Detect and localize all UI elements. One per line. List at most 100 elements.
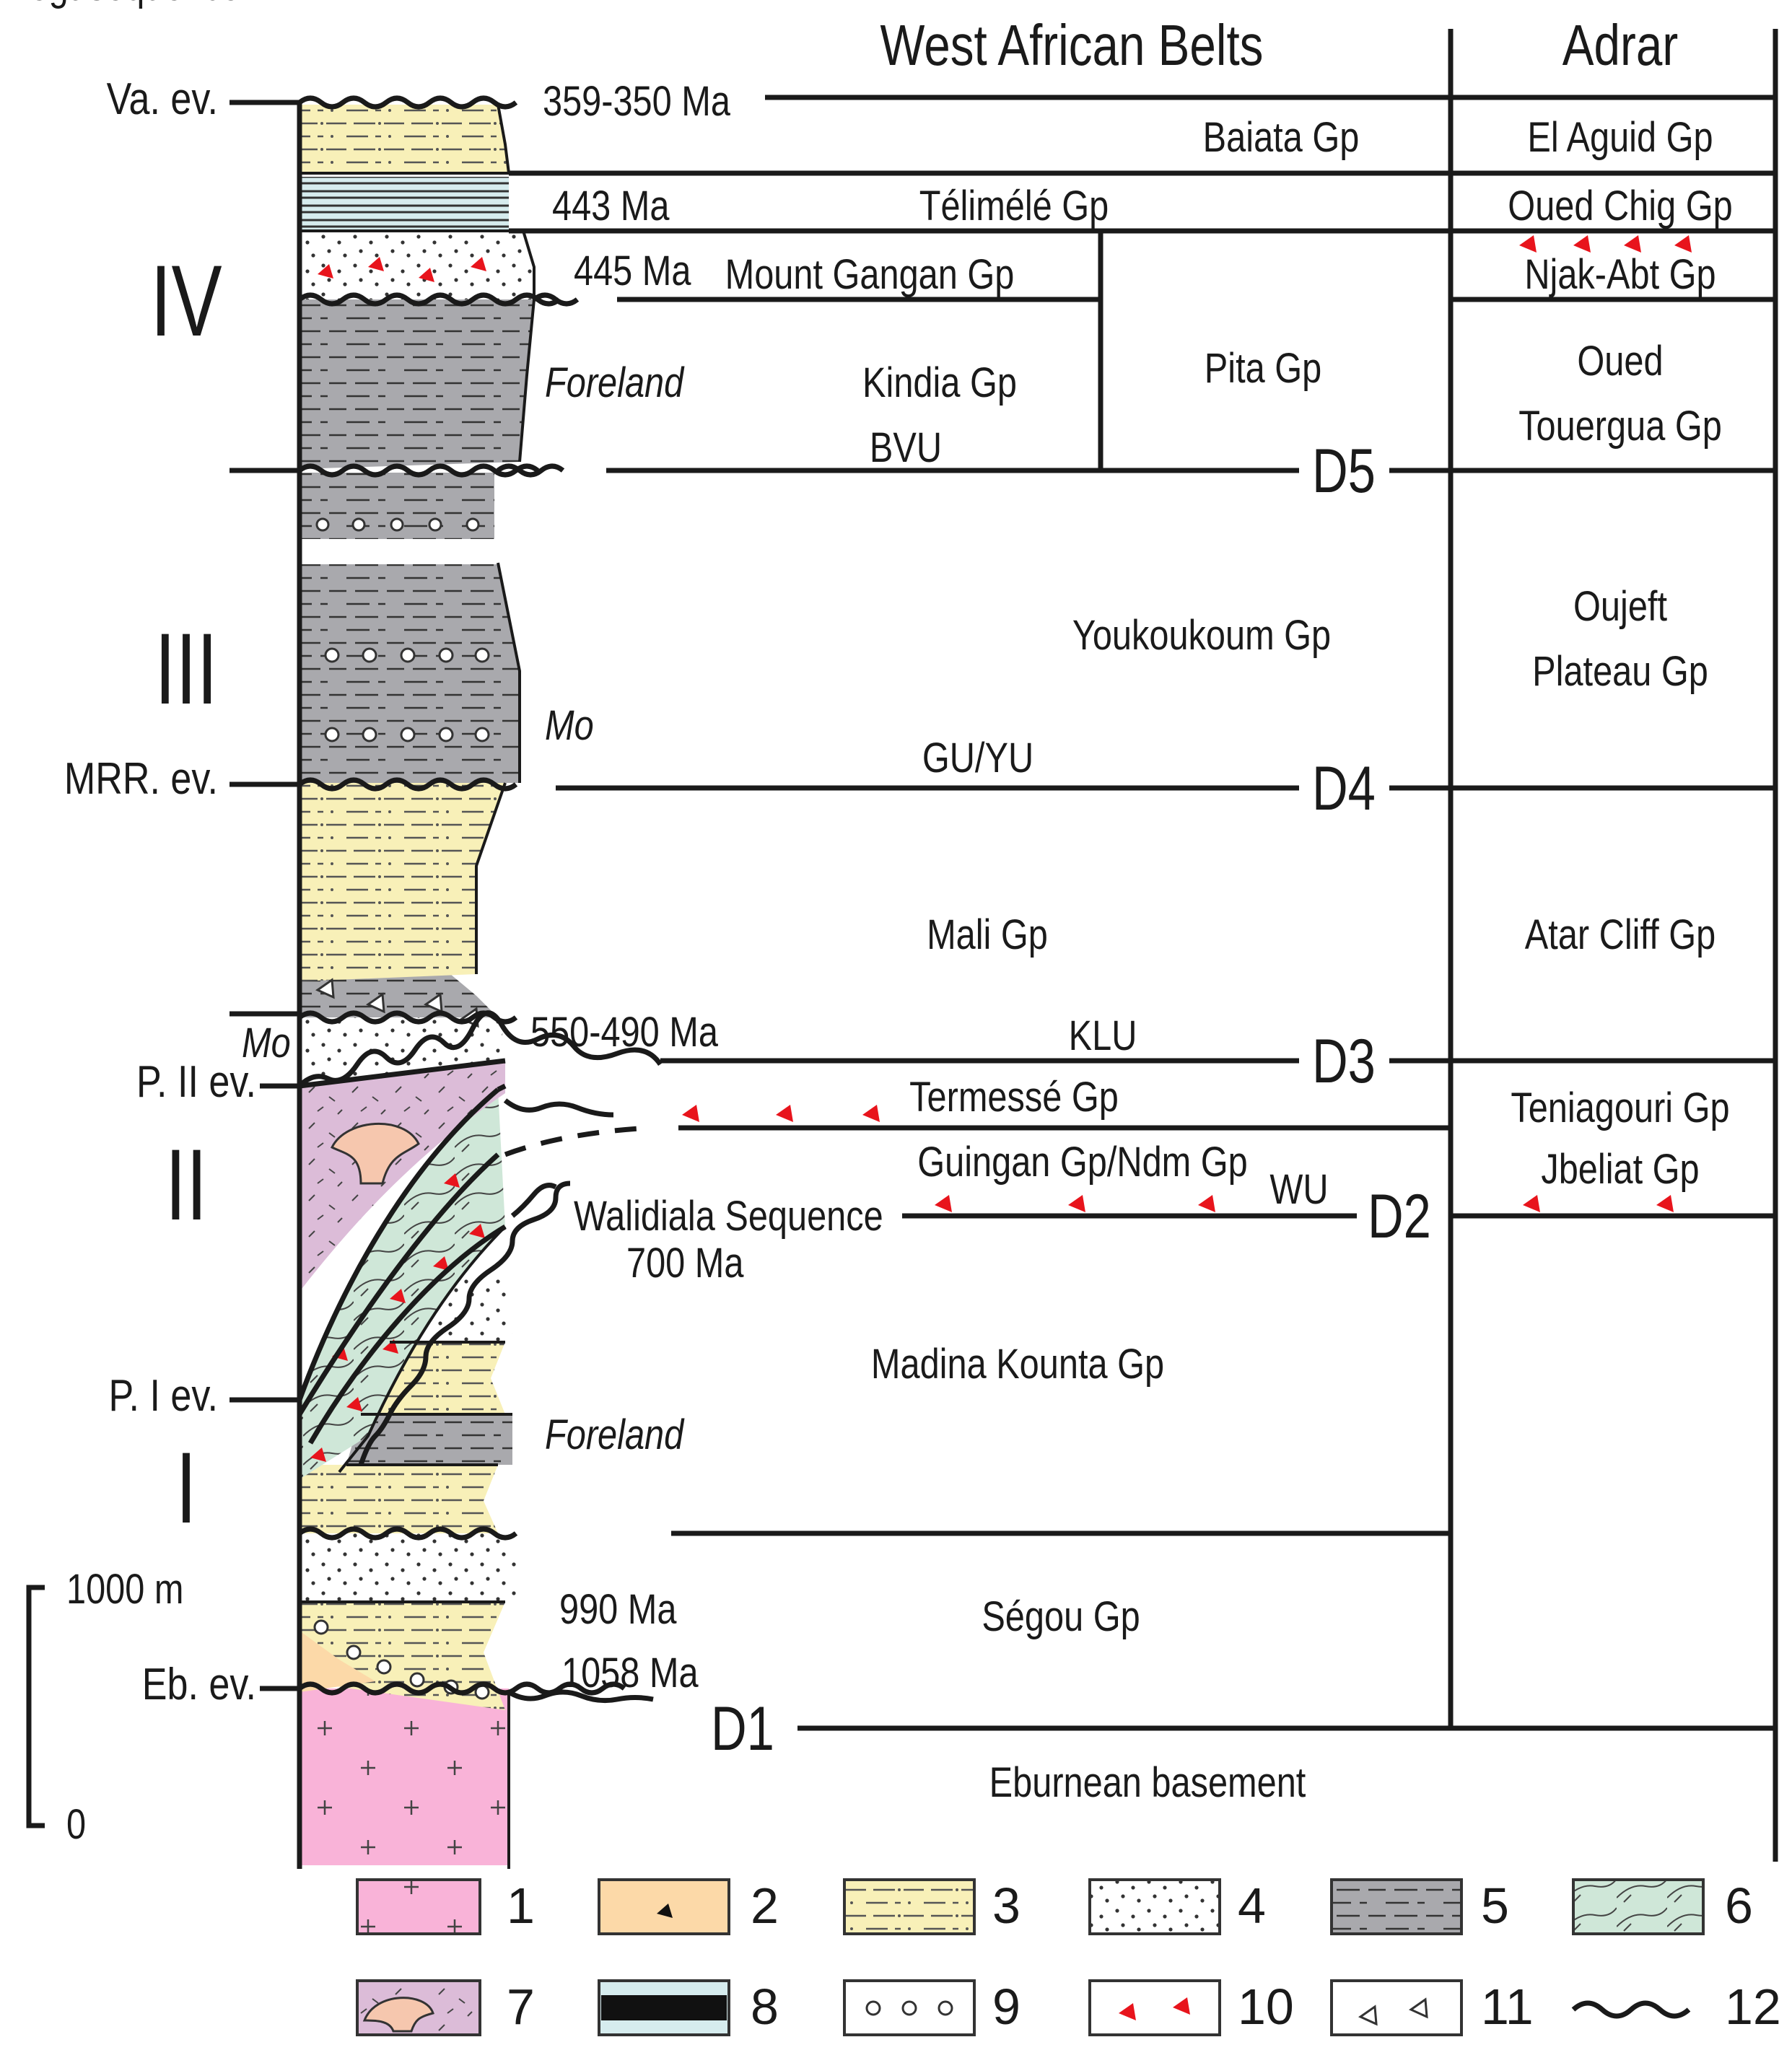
unconformity-va [297, 95, 518, 110]
madina-kounta-yellow [300, 1465, 498, 1533]
adrar-oued-touergua-1: Oued [1577, 338, 1663, 385]
unit-eburnean-basement: Eburnean basement [989, 1760, 1306, 1806]
adrar-oujeft-1: Oujeft [1573, 584, 1667, 630]
discontinuity-d4: D4 [1312, 754, 1376, 823]
megasequence-iv: IV [150, 245, 222, 357]
age-550: 550-490 Ma [530, 1009, 718, 1056]
discontinuity-d5: D5 [1312, 437, 1376, 506]
red-arrow-table-symbols [682, 235, 1692, 1212]
event-ticks [230, 100, 300, 1691]
legend-label-1: 1 [507, 1878, 535, 1934]
megasequence-ii: II [165, 1129, 207, 1241]
intrusion-unit [330, 1123, 420, 1185]
legend-label-7: 7 [507, 1979, 535, 2035]
megasequence-i: I [175, 1432, 196, 1544]
unconformity-d5 [297, 463, 540, 478]
conglomerate-dots-bvu [315, 517, 480, 532]
unit-kindia: Kindia Gp [862, 360, 1017, 406]
scale-bar: 1000 m 0 [26, 1567, 183, 1848]
adrar-njak-abt: Njak-Abt Gp [1524, 252, 1715, 298]
age-990: 990 Ma [559, 1587, 677, 1633]
mount-gangan-unit [300, 231, 534, 299]
legend: 1 2 3 4 5 6 7 8 9 10 11 12 [356, 1878, 1781, 2036]
age-700: 700 Ma [626, 1240, 744, 1287]
adrar-jbeliat: Jbeliat Gp [1541, 1147, 1699, 1193]
event-eb: Eb. ev. [142, 1660, 256, 1709]
unit-klu: KLU [1069, 1013, 1137, 1059]
scale-top: 1000 m [66, 1567, 183, 1613]
unit-madina-kounta: Madina Kounta Gp [871, 1341, 1164, 1388]
eburnean-basement-unit [300, 1688, 509, 1865]
unconformity-d4 [297, 777, 518, 792]
note-mo-lower: Mo [242, 1020, 291, 1066]
unit-mount-gangan: Mount Gangan Gp [725, 252, 1015, 298]
event-p2: P. II ev. [136, 1057, 256, 1107]
unit-termesse: Termessé Gp [909, 1074, 1119, 1121]
lithology-column [297, 101, 536, 1869]
age-1058: 1058 Ma [561, 1650, 699, 1696]
adrar-oued-chig: Oued Chig Gp [1508, 183, 1732, 229]
legend-label-5: 5 [1481, 1878, 1509, 1934]
mali-yellow-unit [300, 783, 505, 981]
legend-label-9: 9 [992, 1979, 1020, 2035]
legend-label-11: 11 [1481, 1979, 1534, 2035]
unconformity-d3 [297, 1010, 663, 1088]
youkoukoum-grey-unit [300, 563, 520, 783]
discontinuity-d2: D2 [1368, 1182, 1431, 1251]
legend-label-6: 6 [1725, 1878, 1753, 1934]
discontinuity-d1: D1 [711, 1694, 774, 1764]
unit-mali: Mali Gp [927, 912, 1048, 958]
adrar-teniagouri: Teniagouri Gp [1511, 1085, 1729, 1131]
orange-unit [300, 1631, 375, 1692]
unconformity-madina [297, 1526, 518, 1541]
event-p1: P. I ev. [108, 1371, 218, 1421]
adrar-el-aguid: El Aguid Gp [1527, 115, 1713, 161]
note-mo-upper: Mo [545, 703, 594, 749]
megasequence-iii: III [154, 613, 218, 725]
legend-label-10: 10 [1238, 1979, 1294, 2035]
unconformities [297, 95, 663, 1696]
unit-pita: Pita Gp [1205, 346, 1321, 392]
event-mrr: MRR. ev. [64, 754, 218, 804]
unit-telimele: Télimélé Gp [919, 183, 1109, 229]
madina-kounta-sand [404, 1270, 512, 1342]
unit-walidiala: Walidiala Sequence [574, 1193, 883, 1240]
adrar-atar-cliff: Atar Cliff Gp [1525, 912, 1715, 958]
scale-bottom: 0 [66, 1802, 86, 1848]
unit-segou: Ségou Gp [982, 1594, 1140, 1640]
kindia-grey-unit [300, 299, 534, 469]
note-foreland-upper: Foreland [545, 360, 685, 406]
header-west-african-belts: West African Belts [880, 13, 1264, 78]
adrar-oued-touergua-2: Touergua Gp [1518, 403, 1722, 450]
legend-label-3: 3 [992, 1878, 1020, 1934]
event-va: Va. ev. [107, 74, 218, 124]
discontinuity-d3: D3 [1312, 1027, 1376, 1096]
purple-unit [300, 1061, 505, 1292]
unit-youkoukoum: Youkoukoum Gp [1072, 613, 1331, 659]
unconformity-d2 [358, 1180, 571, 1466]
conglomerate-dots-upper [324, 647, 490, 743]
legend-label-4: 4 [1238, 1878, 1266, 1934]
header-adrar: Adrar [1562, 13, 1678, 78]
unit-gu-yu: GU/YU [922, 735, 1033, 781]
telimele-unit [300, 177, 509, 231]
sandstone-unit-1 [300, 1533, 516, 1602]
legend-label-2: 2 [751, 1878, 779, 1934]
legend-label-8: 8 [751, 1979, 779, 2035]
note-foreland-lower: Foreland [545, 1412, 685, 1458]
unconformity-445 [297, 292, 561, 307]
unconformity-mo [297, 1010, 518, 1025]
unit-baiata: Baiata Gp [1203, 115, 1360, 161]
madina-kounta-grey [346, 1414, 512, 1465]
unit-wu: WU [1269, 1167, 1328, 1213]
adrar-megasequence-1: Megasequence 1 [0, 0, 270, 9]
age-443: 443 Ma [552, 183, 670, 229]
baiata-yellow-unit [300, 105, 509, 173]
unit-guingan: Guingan Gp/Ndm Gp [917, 1139, 1248, 1186]
age-359: 359-350 Ma [543, 79, 730, 125]
age-445: 445 Ma [574, 248, 691, 294]
correlation-lines [496, 29, 1778, 1862]
legend-label-12: 12 [1725, 1979, 1781, 2035]
adrar-oujeft-2: Plateau Gp [1532, 649, 1708, 695]
